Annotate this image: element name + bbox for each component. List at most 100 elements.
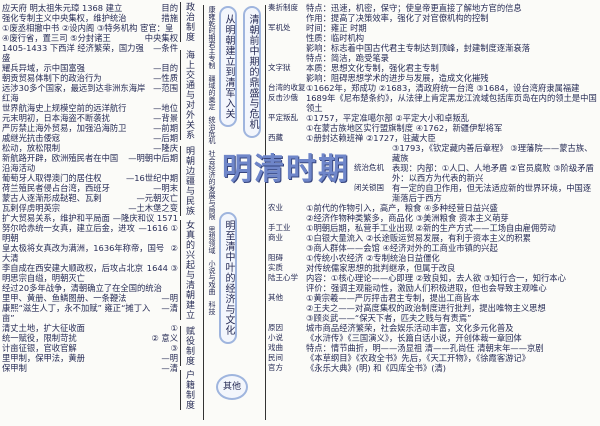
note-text: 作用：提高了决策效率，强化了对官僚机构的控制 bbox=[306, 13, 489, 23]
category-label: 政治制度 bbox=[180, 2, 194, 42]
note-line: ③商人群体——会馆 ④经济对外的工商业市镇的兴起 bbox=[268, 243, 598, 253]
note-text: 明思宗自缢，明朝灭亡 bbox=[2, 273, 85, 283]
note-line: 里甲、黄册、鱼鳞图册、一条鞭法—明 bbox=[2, 293, 178, 303]
note-line: 影响：标志着中国古代君主专制达到顶峰，封建制度逐渐衰落 bbox=[268, 43, 598, 53]
note-line: 扩大贸易关系，维护和平局面—隆庆和议 1571 bbox=[2, 213, 178, 223]
note-tag: 中央集权 bbox=[144, 33, 178, 43]
note-line: 世界航海史上规模空前的远洋航行—地位 bbox=[2, 103, 178, 113]
note-tag: 小说 bbox=[268, 333, 283, 342]
note-tag: 农业 bbox=[268, 203, 283, 212]
note-line: 评价：强调主观能动性，激励人们积极进取，但也会导致主观唯心 bbox=[268, 283, 598, 293]
note-tag: —土木堡之变 bbox=[128, 203, 178, 213]
group-label: 社会经济的发展与局限 bbox=[208, 150, 216, 220]
note-text: ③商人群体——会馆 ④经济对外的工商业市镇的兴起 bbox=[306, 243, 498, 253]
note-line: 朝贡贸易体制下的政治行为—性质 bbox=[2, 73, 178, 83]
group-label: 小说与戏曲 bbox=[208, 260, 216, 295]
note-tag: —范围 bbox=[153, 83, 178, 93]
note-text: 时间：雍正 时期 bbox=[306, 23, 367, 33]
category-label: 女真的兴起与清朝建立 bbox=[180, 220, 194, 320]
note-line: 统治危机表现：内部：①人口、人地矛盾 ②官员腐败 ③阶级矛盾 外：以西方为代表的… bbox=[268, 163, 598, 183]
note-tag: —隆庆 bbox=[153, 143, 178, 153]
note-line: 性质：临时机构 bbox=[268, 33, 598, 43]
note-line: ②经济作物种类繁多，商品化 ③美洲粮食 资本主义萌芽 bbox=[268, 213, 598, 223]
note-tag: —明 bbox=[161, 293, 178, 303]
category-label: 赋役制度 bbox=[180, 326, 194, 366]
note-text: 特点：情节曲折，明——汤显祖 清——孔尚任 清朝末年——京剧 bbox=[306, 343, 544, 353]
note-tag: ② 意义 bbox=[151, 333, 178, 343]
note-text: 应天府 明太祖朱元璋 1368 建立 bbox=[2, 3, 123, 13]
note-text: ①在蒙古族地区实行盟旗制度 ④1762，新疆伊犁将军 bbox=[306, 123, 503, 133]
note-line: 戏曲特点：情节曲折，明——汤显祖 清——孔尚任 清朝末年——京剧 bbox=[268, 343, 598, 353]
note-tag: 统治危机 bbox=[354, 163, 384, 172]
note-text: 戚继光抗击倭寇 bbox=[2, 133, 61, 143]
note-text: 元末明初，日本海盗不断袭扰 bbox=[2, 113, 110, 123]
note-text: 计亩征银，官收官解 bbox=[2, 343, 77, 353]
note-line: 作用：提高了决策效率，强化了对官僚机构的控制 bbox=[268, 13, 598, 23]
note-line: 影响：阻碍思想学术的进步与发展，造成文化摧残 bbox=[268, 73, 598, 83]
note-text: 保甲制 bbox=[2, 363, 27, 373]
note-tag: 其他 bbox=[268, 293, 283, 302]
note-line: 军机处时间：雍正 时期 bbox=[268, 23, 598, 33]
note-tag: —清 bbox=[161, 363, 178, 373]
note-text: 皇太极将女真改为满洲，1636年称帝，国号大清 bbox=[2, 243, 165, 263]
note-line: 陆王心学内容：①核心理论——心即理 ②致良知，去人欲 ③知行合一，知行本心 bbox=[268, 273, 598, 283]
note-text: 《永乐大典》(明) 和《四库全书》(清) bbox=[306, 363, 447, 373]
note-text: 内容：①核心理论——心即理 ②致良知，去人欲 ③知行合一，知行本心 bbox=[306, 273, 566, 283]
note-tag: ① bbox=[170, 323, 178, 333]
note-tag: 1644 ③ bbox=[146, 263, 178, 273]
note-line: 里甲制，保甲法，黄册—明 bbox=[2, 353, 178, 363]
note-text: 1689年《尼布楚条约》，从法律上肯定黑龙江流域包括库页岛在内的领土是中国领土 bbox=[306, 93, 597, 113]
branch-economy-culture: 明至清中叶的经济与文化 bbox=[219, 212, 237, 344]
note-tag: —明 bbox=[161, 353, 178, 363]
note-tag: —清 bbox=[161, 303, 178, 313]
note-line: ④废行省，置三司 ⑤分封诸王中央集权 bbox=[2, 33, 178, 43]
note-text: 城市商品经济繁荣，社会娱乐活动丰富，文化多元化普及 bbox=[306, 323, 514, 333]
note-tag: 原因 bbox=[268, 323, 283, 332]
note-line: 严厉禁止海外贸易，加强沿海防卫—前期 bbox=[2, 123, 178, 133]
note-line: 瓦剌俘虏明英宗 —土木堡之变 bbox=[2, 203, 178, 213]
note-tag: 措施 bbox=[161, 13, 178, 23]
note-text: ②经济作物种类繁多，商品化 ③美洲粮食 资本主义萌芽 bbox=[306, 213, 509, 223]
note-line: 文字狱本质：思想文化专制，强化君主专制 bbox=[268, 63, 598, 73]
note-tag: —16世纪中期 bbox=[125, 173, 178, 183]
note-text: 世界航海史上规模空前的远洋航行 bbox=[2, 103, 127, 113]
note-tag: —背景 bbox=[153, 113, 178, 123]
group-label: 疆域的奠定 bbox=[208, 75, 216, 110]
note-tag: 西藏 bbox=[268, 133, 283, 142]
note-text: 康熙“滋生人丁，永不加赋” 雍正“摊丁入亩” bbox=[2, 303, 151, 323]
note-text: ③1793，《钦定藏内善后章程》 ③理藩院——蒙古族、藏族 bbox=[392, 143, 593, 163]
category-label: 海上交通与对外关系 bbox=[180, 50, 194, 140]
note-tag: 反击沙俄 bbox=[268, 93, 298, 102]
note-text: 扩大贸易关系，维护和平局面 bbox=[2, 213, 110, 223]
note-text: 有一定的自卫作用，但无法适应新的世界环境，中国逐渐落后于西方 bbox=[392, 183, 592, 203]
note-text: 新航路开辟，欧洲殖民者在中国沿海活动 bbox=[2, 153, 119, 173]
note-line: 特点：简洁，跪受笔录 bbox=[268, 53, 598, 63]
note-text: 1405-1433 下西洋 经济繁荣，国力强盛 bbox=[2, 43, 144, 63]
note-line: 官方《永乐大典》(明) 和《四库全书》(清) bbox=[268, 363, 598, 373]
group-label: 统治危机 bbox=[208, 116, 216, 144]
note-tag: —性质 bbox=[153, 73, 178, 83]
note-text: 瓦剌俘虏明英宗 bbox=[2, 203, 61, 213]
note-text: 清丈土地，扩大征收面 bbox=[2, 323, 85, 333]
note-text: 《本草纲目》《农政全书》先后，《天工开物》，《徐霞客游记》 bbox=[306, 353, 531, 363]
note-tag: —条件 bbox=[153, 43, 178, 53]
group-label: 科技 bbox=[208, 301, 216, 315]
note-line: 小说《水浒传》《三国演义》，长篇白话小说，开创体裁一章回体 bbox=[268, 333, 598, 343]
note-tag: —1616 ① bbox=[138, 223, 179, 233]
note-text: 葡萄牙人取得澳门的居住权 bbox=[2, 173, 102, 183]
group-label: 康雍乾时期君主专制 bbox=[208, 6, 216, 69]
note-text: 努尔哈赤统一女真，建立后金，进攻明朝 bbox=[2, 223, 135, 243]
note-line: 1405-1433 下西洋 经济繁荣，国力强盛 —条件 bbox=[2, 43, 178, 63]
note-text: 蒙古人逐渐形成鞑靼、瓦剌 bbox=[2, 193, 102, 203]
note-tag: —前期 bbox=[153, 123, 178, 133]
note-line: 荷兰殖民者侵占台湾，西班牙—明末 bbox=[2, 183, 178, 193]
